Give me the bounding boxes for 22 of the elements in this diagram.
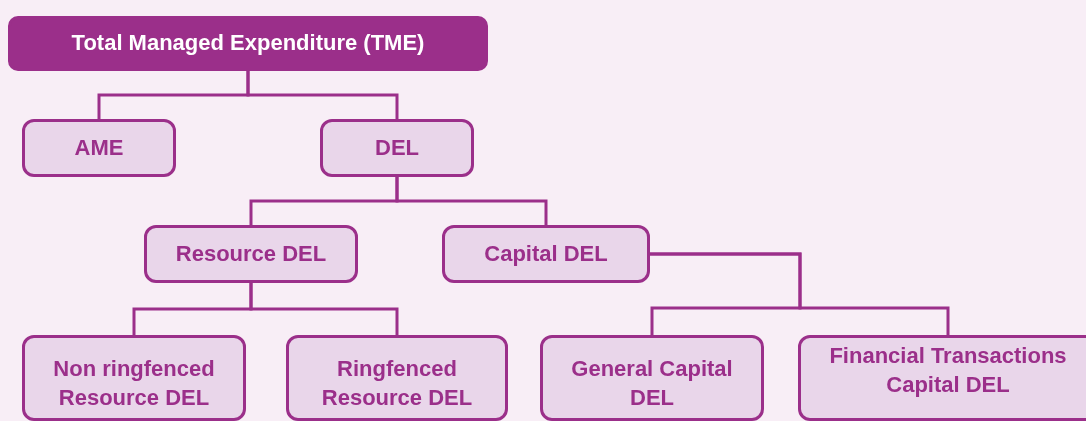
category-box (320, 119, 474, 177)
connector-line (650, 252, 950, 335)
category-box (798, 335, 1086, 421)
node-label: Non ringfenced Resource DEL (52, 355, 216, 412)
root-box (8, 16, 488, 71)
category-box (22, 119, 176, 177)
node-label: General Capital DEL (570, 355, 734, 412)
connector-line (249, 283, 399, 335)
node-label: Total Managed Expenditure (TME) (71, 29, 425, 58)
category-box (442, 225, 650, 283)
node-label: AME (74, 133, 124, 162)
node-label: Ringfenced Resource DEL (320, 355, 474, 412)
connector-line (395, 177, 548, 225)
node-label: Capital DEL (484, 239, 608, 268)
node-label: DEL (375, 133, 419, 162)
category-box (540, 335, 764, 421)
connector-line (246, 71, 399, 119)
node-label: Financial Transactions Capital DEL (828, 342, 1068, 399)
category-box (22, 335, 246, 421)
category-box (144, 225, 358, 283)
category-box (286, 335, 508, 421)
node-label: Resource DEL (175, 239, 327, 268)
